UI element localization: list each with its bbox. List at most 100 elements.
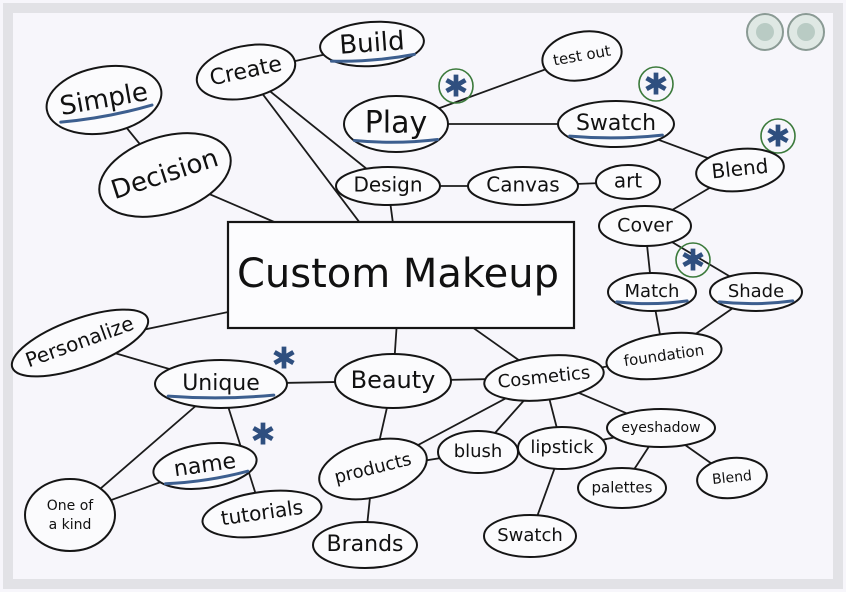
- star-ring: [638, 66, 674, 102]
- node-decision: Decision: [98, 132, 232, 218]
- node-label-unique: Unique: [182, 371, 260, 396]
- asterisk-icon: ✱: [443, 70, 468, 105]
- node-label-build: Build: [338, 26, 405, 60]
- node-products: products: [318, 437, 428, 501]
- central-topic: Custom Makeup: [226, 220, 576, 330]
- underline-mark: [717, 299, 795, 306]
- asterisk-icon: ✱: [250, 418, 275, 453]
- star-ring: [760, 118, 796, 154]
- node-outline: [605, 331, 723, 381]
- node-outline: [24, 478, 116, 552]
- node-outline: [598, 205, 692, 247]
- node-beauty: Beauty: [334, 353, 452, 409]
- node-lipstick: lipstick: [517, 426, 607, 470]
- star-mark-blend-right: ✱: [760, 118, 796, 155]
- node-tutorials: tutorials: [201, 489, 323, 539]
- node-outline: [312, 521, 418, 569]
- node-play: Play: [343, 95, 449, 153]
- node-outline: [152, 442, 258, 490]
- node-swatch-bottom: Swatch: [483, 514, 577, 558]
- asterisk-icon: ✱: [643, 68, 668, 103]
- node-cover: Cover: [598, 205, 692, 247]
- node-label-swatch-top: Swatch: [576, 111, 656, 136]
- node-outline: [98, 132, 232, 218]
- node-outline: [606, 408, 716, 448]
- node-label-match: Match: [625, 281, 680, 302]
- star-ring: [675, 242, 711, 278]
- node-create: Create: [195, 43, 297, 101]
- node-outline: [45, 64, 163, 136]
- node-outline: [541, 30, 623, 82]
- star-mark-name: ✱: [250, 418, 275, 453]
- node-label-design: Design: [353, 173, 422, 197]
- node-outline: [695, 147, 785, 193]
- node-build: Build: [319, 20, 425, 68]
- node-label-shade: Shade: [728, 281, 784, 302]
- node-outline: [335, 166, 441, 206]
- star-mark-play: ✱: [438, 68, 474, 105]
- magnet-icon: [797, 23, 815, 41]
- node-label-blend-bottom: Blend: [711, 468, 752, 488]
- node-label-blush: blush: [454, 441, 503, 462]
- node-swatch-top: Swatch: [557, 100, 675, 148]
- node-outline: [195, 43, 297, 101]
- node-outline: [467, 166, 579, 206]
- underline-mark: [59, 103, 154, 124]
- node-outline: [201, 489, 323, 539]
- star-ring: [438, 68, 474, 104]
- star-mark-swatch-top: ✱: [638, 66, 674, 103]
- node-label-play: Play: [365, 106, 428, 141]
- board-magnets: [746, 13, 825, 51]
- star-mark-match: ✱: [675, 242, 711, 279]
- node-unique: Unique: [154, 359, 288, 409]
- underline-mark: [615, 299, 689, 306]
- node-label-brands: Brands: [327, 532, 404, 557]
- node-outline: [334, 353, 452, 409]
- node-label-swatch-bottom: Swatch: [497, 525, 563, 546]
- node-label-art: art: [614, 169, 642, 193]
- node-shade: Shade: [709, 272, 803, 312]
- underline-mark: [163, 469, 250, 486]
- asterisk-icon: ✱: [765, 120, 790, 155]
- node-outline: [517, 426, 607, 470]
- node-label-eyeshadow: eyeshadow: [621, 420, 700, 436]
- node-outline: [319, 20, 425, 68]
- node-outline: [483, 514, 577, 558]
- underline-mark: [329, 52, 416, 63]
- node-match: Match: [607, 272, 697, 312]
- node-label-palettes: palettes: [592, 479, 653, 497]
- node-name: name: [152, 442, 258, 490]
- underline-mark: [352, 138, 440, 144]
- underline-mark: [568, 133, 664, 140]
- node-outline: [595, 164, 661, 200]
- node-blush: blush: [437, 430, 519, 474]
- magnet-icon: [756, 23, 774, 41]
- node-foundation: foundation: [605, 331, 723, 381]
- node-test-out: test out: [541, 30, 623, 82]
- node-label-lipstick: lipstick: [530, 437, 594, 458]
- node-blend-bottom: Blend: [696, 456, 768, 500]
- highlight-marks: ✱✱✱✱✱✱: [250, 66, 796, 453]
- node-palettes: palettes: [577, 467, 667, 509]
- node-outline: [483, 354, 605, 402]
- node-label-beauty: Beauty: [351, 366, 436, 394]
- node-canvas: Canvas: [467, 166, 579, 206]
- node-brands: Brands: [312, 521, 418, 569]
- central-topic-label: Custom Makeup: [237, 251, 559, 297]
- node-outline: [343, 95, 449, 153]
- node-outline: [696, 456, 768, 500]
- node-cosmetics: Cosmetics: [483, 354, 605, 402]
- board-frame: [3, 3, 843, 589]
- asterisk-icon: ✱: [680, 244, 705, 279]
- underline-mark: [166, 393, 276, 400]
- node-art: art: [595, 164, 661, 200]
- node-outline: [318, 437, 428, 501]
- node-blend-right: Blend: [695, 147, 785, 193]
- node-outline: [577, 467, 667, 509]
- node-simple: Simple: [45, 64, 163, 136]
- central-topic-box: [226, 220, 576, 330]
